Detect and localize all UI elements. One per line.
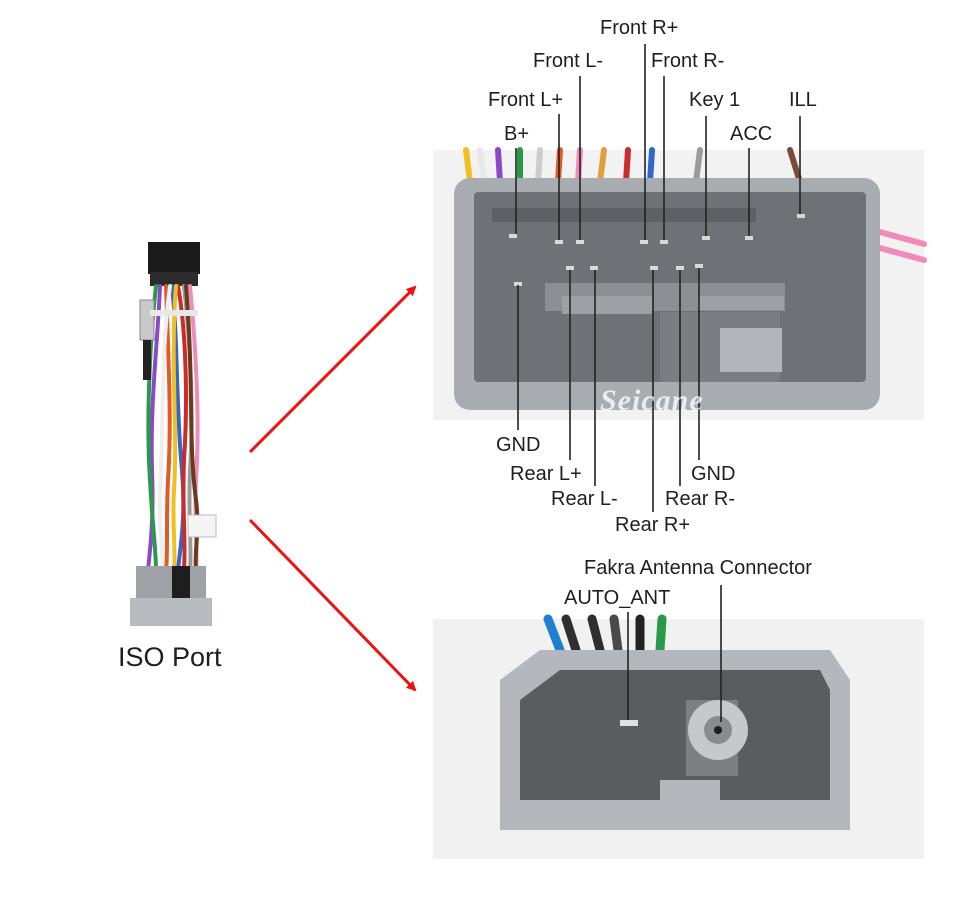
pin-label-gnd-left: GND [496,434,541,456]
watermark-logo: Seicane [600,384,704,417]
pin-label-front-l-minus: Front L- [533,50,604,72]
label-fakra-antenna-connector: Fakra Antenna Connector [584,557,812,579]
arrow-to-main-connector [248,285,417,454]
iso-harness-image [130,242,217,626]
pin-label-ill: ILL [789,89,817,111]
pin-label-rear-l-plus: Rear L+ [510,463,582,485]
pin-label-front-r-plus: Front R+ [600,17,679,39]
pin-label-front-r-minus: Front R- [651,50,725,72]
pin-label-key-1: Key 1 [689,89,741,111]
iso-port-caption: ISO Port [118,642,222,672]
pin-label-rear-r-plus: Rear R+ [615,514,691,536]
pin-label-gnd-right: GND [691,463,736,485]
pin-label-acc: ACC [730,123,773,145]
pin-label-rear-r-minus: Rear R- [665,488,736,510]
main-connector-image [433,44,927,512]
pin-label-rear-l-minus: Rear L- [551,488,618,510]
label-auto-ant: AUTO_ANT [564,587,671,609]
antenna-connector-image [433,585,924,859]
pin-label-b-plus: B+ [504,123,530,145]
arrow-to-antenna-connector [248,518,417,692]
pin-label-front-l-plus: Front L+ [488,89,564,111]
